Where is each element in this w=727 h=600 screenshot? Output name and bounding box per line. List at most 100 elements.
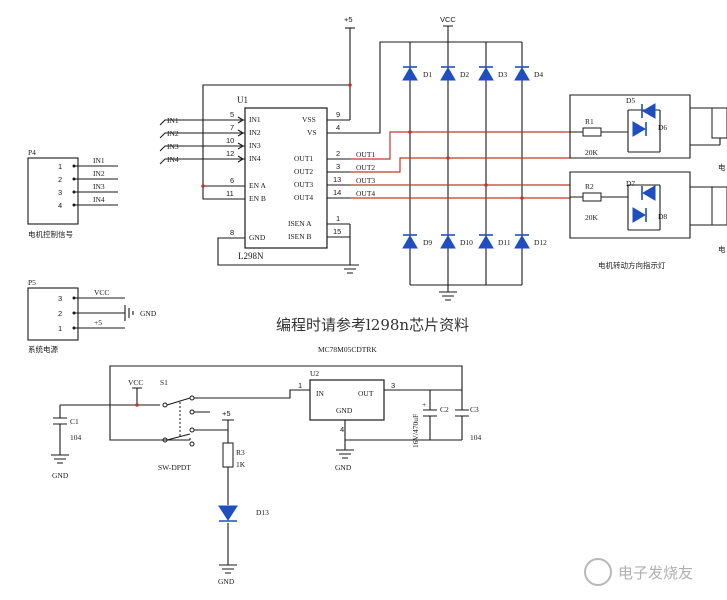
led-d13 — [218, 505, 238, 521]
led-d7 — [642, 185, 656, 201]
u1-pin-name-out4: OUT4 — [294, 193, 313, 202]
u1-left-pin-wires — [228, 119, 245, 239]
p4-ref: P4 — [28, 148, 36, 157]
u2-body — [309, 379, 385, 421]
u1-input-nets: IN1 IN2 IN3 IN4 — [159, 116, 228, 165]
net-label-out3: OUT3 — [356, 176, 375, 185]
label-d5: D5 — [626, 96, 635, 105]
u1-pin-name-ena: EN A — [249, 181, 266, 190]
c2-plus: + — [422, 400, 426, 409]
c1-wires — [51, 405, 69, 464]
p4-net-in4: IN4 — [93, 195, 105, 204]
diode-d2 — [440, 66, 456, 81]
u1-right-pin-wires — [327, 119, 350, 238]
d13-wires — [219, 467, 237, 574]
vcc-label-switch: VCC — [128, 378, 143, 387]
u1-pin-name-out2: OUT2 — [294, 167, 313, 176]
net-label-out2: OUT2 — [356, 163, 375, 172]
motor-b-indicator: R2 20K D7 D8 电 — [569, 171, 727, 254]
s1-blades — [166, 397, 191, 441]
c2-value: 16V/470uF — [411, 414, 420, 448]
p4-net-in3: IN3 — [93, 182, 105, 191]
u1-pin-num-9: 9 — [336, 110, 340, 119]
s1-part: SW-DPDT — [158, 463, 191, 472]
label-d7: D7 — [626, 179, 635, 188]
u1-pin-num-15: 15 — [333, 227, 341, 236]
r3-feed — [222, 419, 234, 443]
u1-pin-name-out1: OUT1 — [294, 154, 313, 163]
u1-pin-name-in2: IN2 — [249, 128, 261, 137]
u2-in: IN — [316, 389, 324, 398]
junction-out2 — [446, 156, 450, 160]
motor-a-terminal — [711, 107, 727, 139]
out-nets: OUT1 OUT2 OUT3 OUT4 — [350, 130, 570, 200]
plus5-rail-wire — [202, 28, 351, 200]
gnd-symbol-bridge — [439, 285, 457, 301]
c1-value: 104 — [70, 433, 82, 442]
input-net-wires — [159, 119, 228, 165]
u1-pin-num-2: 2 — [336, 149, 340, 158]
out2-wire — [350, 157, 570, 173]
u1-chip-body — [244, 107, 328, 249]
u1-pin-num-4: 4 — [336, 123, 340, 132]
p4-body — [27, 157, 79, 225]
motor-a-indicator: R1 20K D5 D6 电 — [569, 94, 727, 172]
label-r1: R1 — [585, 117, 594, 126]
label-d12: D12 — [534, 238, 547, 247]
u1-pin-name-vss: VSS — [302, 115, 316, 124]
u1-pin-num-6: 6 — [230, 176, 234, 185]
u1-input-arrows — [237, 116, 245, 163]
s1-out-wires — [110, 389, 310, 441]
junction-ena — [201, 184, 205, 188]
motor-b-side-label: 电 — [718, 244, 726, 254]
u1-pin-name-gnd: GND — [249, 233, 266, 242]
u1-pin-name-isena: ISEN A — [288, 219, 312, 228]
u2-out: OUT — [358, 389, 374, 398]
led-d5 — [642, 103, 656, 119]
s1-ref: S1 — [160, 378, 168, 387]
u1-pin-num-13: 13 — [333, 175, 341, 184]
plus5-label-r3: +5 — [222, 409, 231, 418]
p4-wires — [74, 165, 118, 206]
motor-a-side-label: 电 — [718, 162, 726, 172]
p4-pin2: 2 — [58, 175, 62, 184]
diode-d4 — [514, 66, 530, 81]
p4-pin4: 4 — [58, 201, 62, 210]
p5-body — [27, 287, 79, 341]
vcc-label-bridge: VCC — [440, 15, 456, 24]
datasheet-note: 编程时请参考l298n芯片资料 — [276, 316, 469, 334]
u1-ref: U1 — [237, 95, 248, 105]
out1-wire — [350, 131, 570, 160]
d13-ref: D13 — [256, 508, 269, 517]
vcc-feed — [443, 25, 453, 42]
p5-net-vcc: VCC — [94, 288, 109, 297]
r3-value: 1K — [236, 460, 246, 469]
junction-vcc-switch — [135, 403, 139, 407]
motor-indicator-caption: 电机转动方向指示灯 — [598, 260, 666, 270]
led-d8 — [632, 207, 646, 223]
c3-ref: C3 — [470, 405, 479, 414]
gnd-symbol-u1 — [341, 264, 359, 274]
junction-out3 — [484, 183, 488, 187]
u2-pin3: 3 — [391, 381, 395, 390]
led-d6 — [632, 121, 646, 137]
p5-wires — [74, 297, 134, 329]
u1-pin-name-in3: IN3 — [249, 141, 261, 150]
u1-pin-name-in4: IN4 — [249, 154, 261, 163]
watermark-logo-icon — [584, 558, 612, 586]
vcc-switch-wire — [60, 387, 160, 406]
label-d6: D6 — [658, 123, 667, 132]
diode-d9 — [402, 234, 418, 249]
motor-b-terminal — [711, 186, 727, 226]
bridge-frame — [409, 41, 523, 286]
u1-pin-name-isenb: ISEN B — [288, 232, 312, 241]
p4-pin3: 3 — [58, 188, 62, 197]
regulator-section: MC78M05CDTRK U2 IN OUT GND 1 3 4 GND + C… — [51, 345, 482, 586]
u1-pin-num-7: 7 — [230, 123, 234, 132]
motor-b-box — [569, 171, 691, 239]
watermark-text: 电子发烧友 — [618, 564, 693, 582]
junction-plus5 — [348, 83, 352, 87]
label-d4: D4 — [534, 70, 543, 79]
c2-ref: C2 — [440, 405, 449, 414]
p5-pin1: 1 — [58, 324, 62, 333]
